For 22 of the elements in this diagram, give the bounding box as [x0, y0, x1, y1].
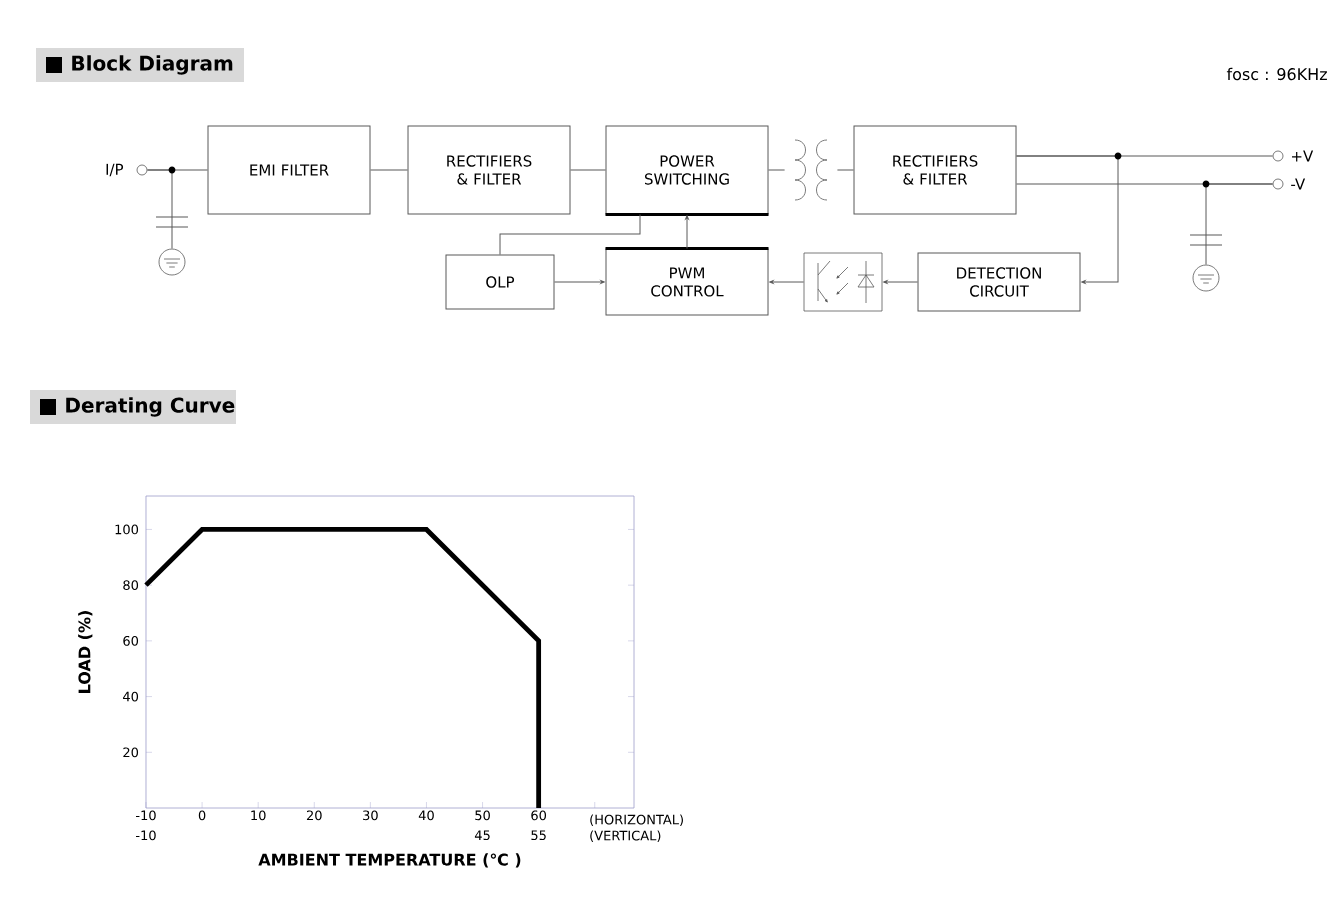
ground-symbol [1192, 264, 1220, 292]
section-heading: Block Diagram [36, 48, 244, 82]
arrow [1016, 155, 1119, 284]
connector-line [836, 169, 854, 171]
arrow [769, 280, 805, 284]
transformer-symbol [794, 139, 828, 201]
ground-symbol [158, 248, 186, 276]
connector-line [146, 169, 173, 250]
connector-line [1205, 183, 1274, 266]
line-series [143, 527, 542, 811]
connector-line [370, 169, 408, 171]
connector-line [570, 169, 606, 171]
optocoupler-symbol [803, 252, 883, 312]
section-heading: Derating Curve [30, 390, 236, 424]
connector-line [768, 169, 786, 171]
connector-line [499, 214, 641, 255]
arrow [883, 280, 918, 284]
x-axis-title: AMBIENT TEMPERATURE (℃ ) [258, 853, 521, 868]
y-axis-title: LOAD (%) [78, 611, 93, 693]
arrow [685, 215, 689, 249]
frequency-note: fosc : 96KHz [1226, 67, 1327, 81]
arrow [554, 280, 605, 284]
